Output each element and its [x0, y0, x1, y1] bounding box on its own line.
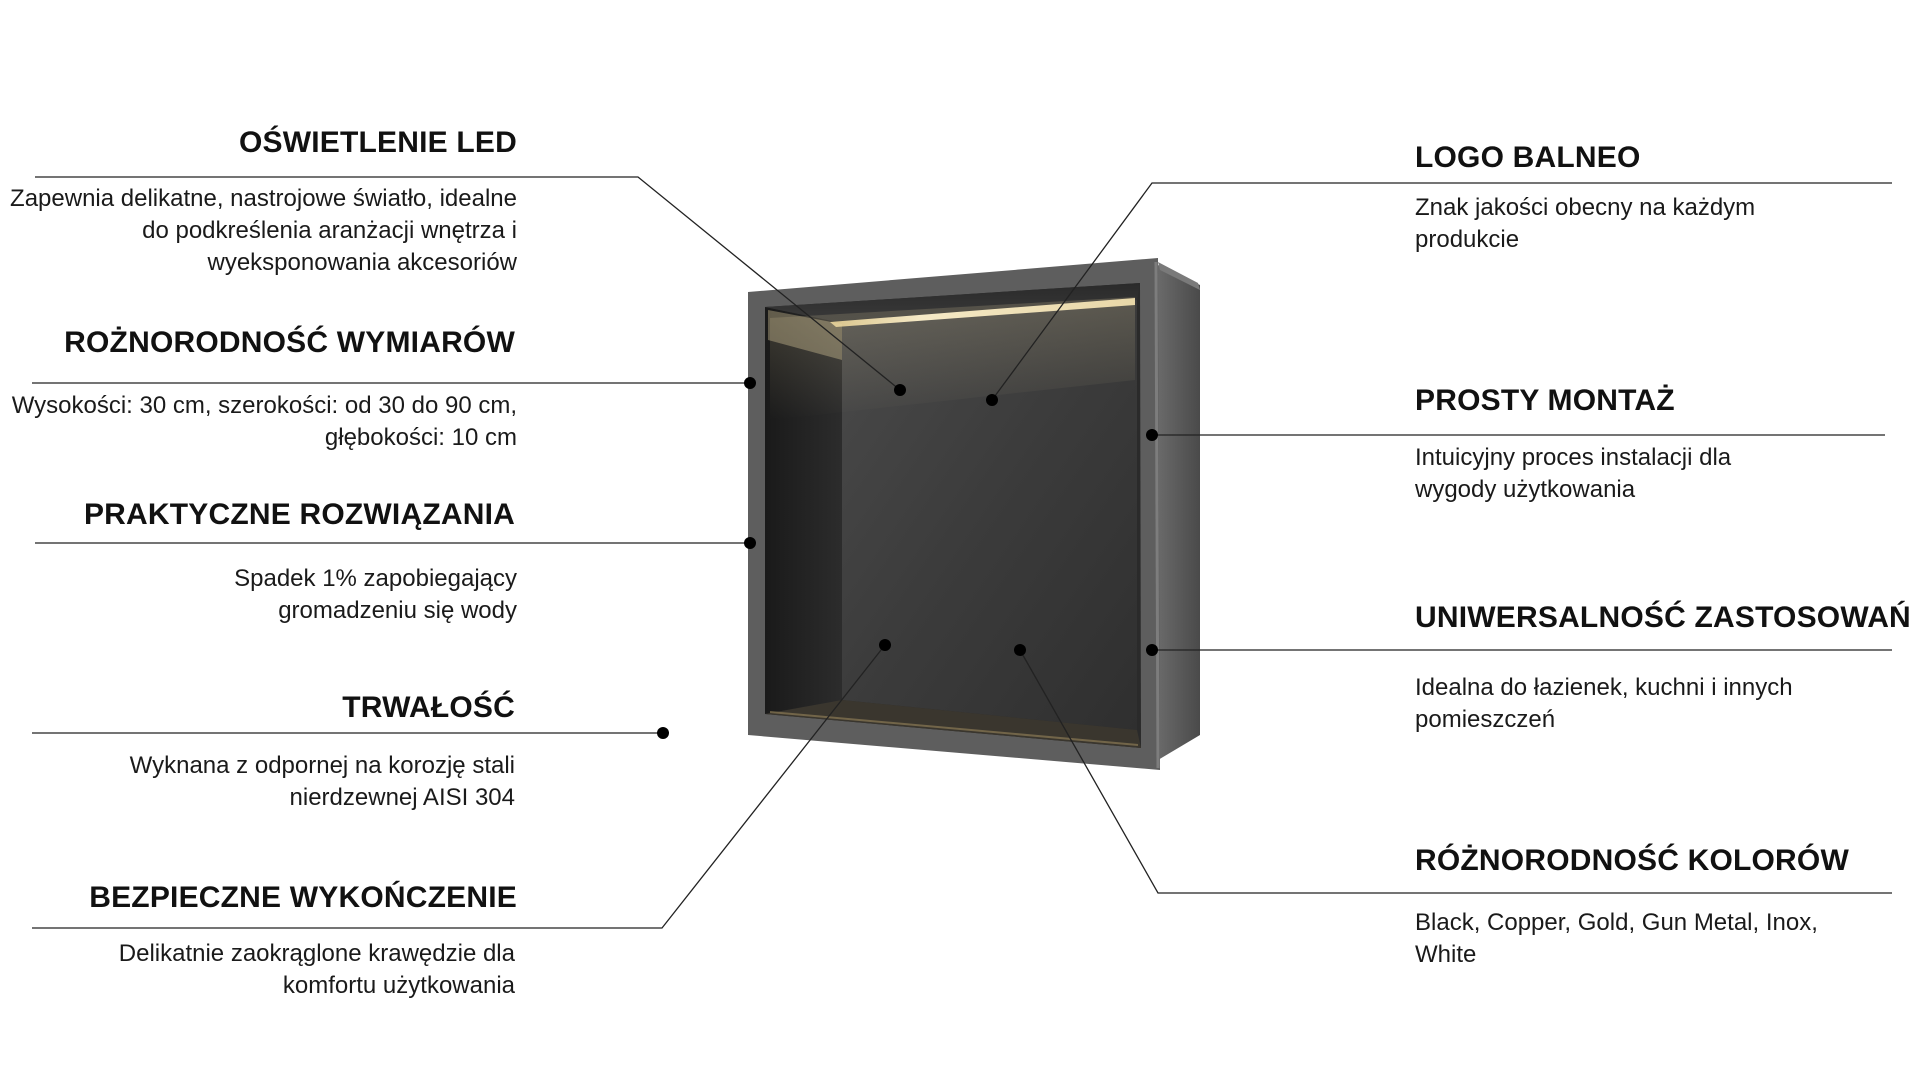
niche-side-depth — [1158, 265, 1200, 760]
feature-durability: TRWAŁOŚĆ — [115, 690, 515, 726]
feature-sizes-desc: Wysokości: 30 cm, szerokości: od 30 do 9… — [11, 392, 517, 451]
led-glow — [770, 297, 1135, 420]
feature-logo-title: LOGO BALNEO — [1415, 141, 1641, 174]
feature-durability-title: TRWAŁOŚĆ — [342, 691, 515, 724]
niche-top-flange — [1158, 262, 1200, 290]
feature-safe-desc: Delikatnie zaokrąglone krawędzie dla kom… — [118, 940, 515, 999]
feature-logo-desc: Znak jakości obecny na każdym produkcie — [1415, 194, 1756, 253]
feature-universal-title: UNIWERSALNOŚĆ ZASTOSOWAŃ — [1415, 601, 1911, 634]
dot-sizes — [744, 377, 756, 389]
feature-universal-desc: Idealna do łazienek, kuchni i innych pom… — [1415, 674, 1793, 733]
feature-led: OŚWIETLENIE LED — [0, 125, 517, 161]
feature-mounting-desc-block: Intuicyjny proces instalacji dla wygody … — [1415, 442, 1815, 506]
feature-universal: UNIWERSALNOŚĆ ZASTOSOWAŃ — [1415, 600, 1911, 636]
feature-logo: LOGO BALNEO — [1415, 140, 1895, 176]
callout-line-led — [35, 176, 901, 391]
led-corner-glow — [768, 310, 842, 360]
dot-safe — [879, 639, 891, 651]
feature-led-desc-block: Zapewnia delikatne, nastrojowe światło, … — [0, 183, 517, 279]
feature-practical-desc: Spadek 1% zapobiegający gromadzeniu się … — [234, 565, 517, 624]
feature-mounting: PROSTY MONTAŻ — [1415, 383, 1895, 419]
feature-practical-desc-block: Spadek 1% zapobiegający gromadzeniu się … — [197, 563, 517, 627]
feature-safe: BEZPIECZNE WYKOŃCZENIE — [0, 880, 517, 916]
feature-colors-desc: Black, Copper, Gold, Gun Metal, Inox, Wh… — [1415, 909, 1818, 968]
callout-lines — [32, 176, 1892, 929]
feature-durability-desc: Wyknana z odpornej na korozję stali nier… — [129, 752, 515, 811]
led-strip — [830, 298, 1135, 327]
feature-safe-title: BEZPIECZNE WYKOŃCZENIE — [89, 881, 517, 914]
feature-led-desc: Zapewnia delikatne, nastrojowe światło, … — [10, 185, 517, 276]
feature-sizes-title: ROŻNORODNOŚĆ WYMIARÓW — [64, 326, 515, 359]
callout-line-logo — [991, 182, 1892, 401]
dot-universal — [1146, 644, 1158, 656]
callout-line-colors — [1019, 649, 1892, 894]
dot-practical — [744, 537, 756, 549]
feature-mounting-desc: Intuicyjny proces instalacji dla wygody … — [1415, 444, 1732, 503]
feature-universal-desc-block: Idealna do łazienek, kuchni i innych pom… — [1415, 672, 1855, 736]
feature-colors-desc-block: Black, Copper, Gold, Gun Metal, Inox, Wh… — [1415, 907, 1865, 971]
feature-led-title: OŚWIETLENIE LED — [238, 126, 517, 159]
callout-line-safe — [32, 644, 886, 929]
callout-dots — [657, 377, 1158, 739]
feature-practical-title: PRAKTYCZNE ROZWIĄZANIA — [83, 498, 515, 531]
feature-logo-desc-block: Znak jakości obecny na każdym produkcie — [1415, 192, 1815, 256]
feature-practical: PRAKTYCZNE ROZWIĄZANIA — [0, 497, 515, 533]
feature-safe-desc-block: Delikatnie zaokrąglone krawędzie dla kom… — [35, 938, 515, 1002]
feature-mounting-title: PROSTY MONTAŻ — [1415, 384, 1675, 417]
dot-colors — [1014, 644, 1026, 656]
feature-colors: RÓŻNORODNOŚĆ KOLORÓW — [1415, 843, 1895, 879]
feature-colors-title: RÓŻNORODNOŚĆ KOLORÓW — [1415, 844, 1849, 877]
feature-sizes: ROŻNORODNOŚĆ WYMIARÓW — [0, 325, 515, 361]
dot-durability — [657, 727, 669, 739]
dot-mounting — [1146, 429, 1158, 441]
niche-back-wall — [842, 300, 1137, 730]
feature-durability-desc-block: Wyknana z odpornej na korozję stali nier… — [75, 750, 515, 814]
feature-sizes-desc-block: Wysokości: 30 cm, szerokości: od 30 do 9… — [0, 390, 517, 454]
dot-led — [894, 384, 906, 396]
dot-logo — [986, 394, 998, 406]
